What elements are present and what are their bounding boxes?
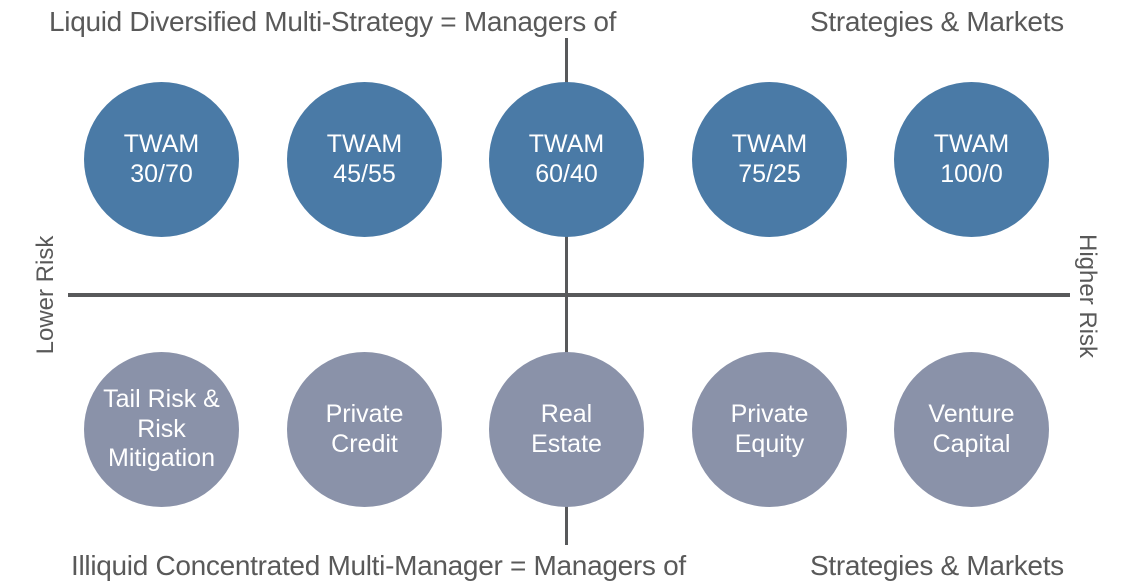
circle-private-credit: Private Credit bbox=[287, 352, 442, 507]
circle-real-estate: Real Estate bbox=[489, 352, 644, 507]
circle-label: TWAM 100/0 bbox=[933, 130, 1010, 188]
vertical-axis-line bbox=[565, 38, 568, 545]
top-title-left: Liquid Diversified Multi-Strategy = Mana… bbox=[49, 6, 617, 37]
circle-tail-risk-mitigation: Tail Risk & Risk Mitigation bbox=[84, 352, 239, 507]
circle-label: Venture Capital bbox=[928, 400, 1015, 458]
circle-label: Private Credit bbox=[325, 400, 404, 458]
horizontal-risk-axis-line bbox=[68, 293, 1070, 297]
top-title-right: Strategies & Markets bbox=[810, 6, 1064, 37]
circle-twam-100-0: TWAM 100/0 bbox=[894, 82, 1049, 237]
circle-label: Private Equity bbox=[730, 400, 809, 458]
lower-risk-label: Lower Risk bbox=[32, 235, 59, 355]
bottom-title-right: Strategies & Markets bbox=[810, 550, 1064, 581]
circle-label: TWAM 75/25 bbox=[731, 130, 808, 188]
circle-twam-30-70: TWAM 30/70 bbox=[84, 82, 239, 237]
circle-label: Tail Risk & Risk Mitigation bbox=[103, 385, 220, 473]
circle-twam-75-25: TWAM 75/25 bbox=[692, 82, 847, 237]
circle-private-equity: Private Equity bbox=[692, 352, 847, 507]
circle-label: TWAM 60/40 bbox=[528, 130, 605, 188]
circle-label: TWAM 45/55 bbox=[326, 130, 403, 188]
circle-label: Real Estate bbox=[531, 400, 602, 458]
bottom-title-left: Illiquid Concentrated Multi-Manager = Ma… bbox=[71, 550, 686, 581]
circle-twam-60-40: TWAM 60/40 bbox=[489, 82, 644, 237]
circle-label: TWAM 30/70 bbox=[123, 130, 200, 188]
circle-venture-capital: Venture Capital bbox=[894, 352, 1049, 507]
higher-risk-label: Higher Risk bbox=[1074, 233, 1101, 359]
circle-twam-45-55: TWAM 45/55 bbox=[287, 82, 442, 237]
